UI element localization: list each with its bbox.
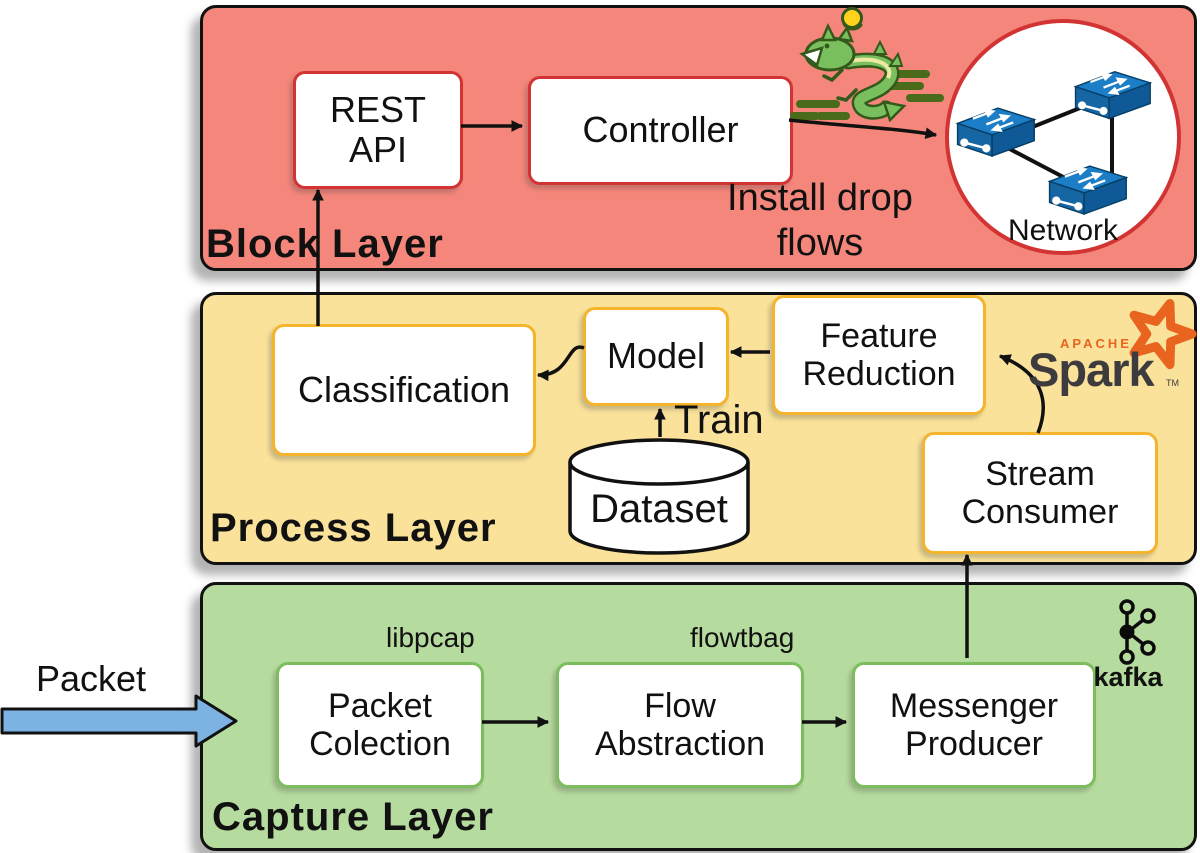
node-messenger-producer-line1: Messenger xyxy=(889,686,1059,725)
node-messenger-producer: Messenger Producer xyxy=(852,662,1096,788)
node-feature-reduction-line2: Reduction xyxy=(802,355,956,393)
flowtbag-label: flowtbag xyxy=(690,622,795,653)
node-rest-api-line1: REST xyxy=(329,88,426,130)
packet-label: Packet xyxy=(36,658,147,699)
node-feature-reduction-line1: Feature xyxy=(820,316,938,355)
spark-tm-text: TM xyxy=(1166,378,1179,388)
node-packet-colection-line1: Packet xyxy=(328,686,432,725)
network-label: Network xyxy=(1007,214,1119,247)
node-messenger-producer-line2: Producer xyxy=(905,725,1043,763)
install-drop-flows-label: Install drop flows xyxy=(690,176,950,266)
node-controller: Controller xyxy=(528,76,793,185)
install-drop-flows-line2: flows xyxy=(776,221,864,264)
node-flow-abstraction: Flow Abstraction xyxy=(556,662,804,788)
spark-star-icon xyxy=(1129,299,1197,370)
node-stream-consumer: Stream Consumer xyxy=(922,432,1158,554)
capture-layer-label: Capture Layer xyxy=(212,795,494,839)
train-label: Train xyxy=(674,398,764,442)
node-rest-api: REST API xyxy=(293,71,463,189)
apache-spark-logo: APACHE Spark TM xyxy=(1020,298,1200,398)
node-flow-abstraction-line2: Abstraction xyxy=(594,725,766,763)
kafka-wordmark: kafka xyxy=(1093,662,1163,692)
node-stream-consumer-line1: Stream xyxy=(985,454,1095,493)
libpcap-label: libpcap xyxy=(386,622,475,653)
node-flow-abstraction-line1: Flow xyxy=(644,686,716,725)
node-feature-reduction: Feature Reduction xyxy=(772,295,986,415)
dataset-label: Dataset xyxy=(590,487,728,531)
process-layer-label: Process Layer xyxy=(210,506,497,550)
node-model-label: Model xyxy=(606,335,706,377)
node-classification-label: Classification xyxy=(297,368,511,410)
node-classification: Classification xyxy=(272,324,536,456)
install-drop-flows-line1: Install drop xyxy=(727,177,913,219)
node-stream-consumer-line2: Consumer xyxy=(961,493,1119,531)
node-packet-colection: Packet Colection xyxy=(276,662,484,788)
node-packet-colection-line2: Colection xyxy=(309,725,451,763)
node-rest-api-line2: API xyxy=(348,129,408,170)
spark-name-text: Spark xyxy=(1028,343,1155,396)
node-controller-label: Controller xyxy=(582,109,739,151)
spark-apache-text: APACHE xyxy=(1060,336,1132,351)
block-layer-label: Block Layer xyxy=(206,222,444,266)
node-model: Model xyxy=(583,307,729,406)
